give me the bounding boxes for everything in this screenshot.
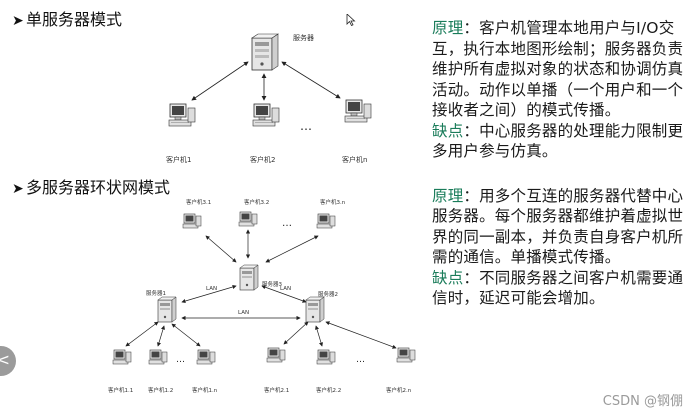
client-computer-icon (396, 347, 416, 363)
client-computer-icon (112, 349, 132, 365)
link-arrow (205, 235, 237, 263)
lan-label: LAN (238, 310, 249, 316)
client-computer-icon (344, 99, 372, 123)
explanation-text: 原理：客户机管理本地用户与I/O交互，执行本地图形绘制；服务器负责维护所有虚拟对… (432, 18, 690, 309)
link-arrow (325, 321, 397, 349)
client-computer-icon (316, 213, 336, 229)
server-label: 服务器3 (262, 280, 283, 288)
principle-label: 原理 (432, 186, 464, 205)
client-label: 客户机1.1 (108, 386, 133, 394)
client-label: 客户机1.2 (148, 386, 173, 394)
prev-slide-button[interactable]: < (0, 346, 16, 376)
client-label: 客户机2 (250, 155, 275, 164)
section-heading-multi-server: ➤多服务器环状网模式 (12, 178, 171, 197)
link-arrow (314, 325, 324, 347)
link-arrow (283, 321, 309, 345)
client-computer-icon (238, 211, 258, 227)
multi-server-diagram: 客户机3.1 客户机3.2 客户机3.n … 服务器3 服务器1 服务器2 LA… (108, 198, 416, 394)
link-arrow (171, 323, 201, 347)
mouse-cursor-icon (346, 14, 356, 26)
lan-label: LAN (206, 286, 217, 292)
ellipsis: … (300, 119, 312, 133)
client-computer-icon (148, 349, 168, 365)
ellipsis: … (356, 355, 365, 365)
drawback-label: 缺点 (432, 121, 464, 140)
client-label: 客户机3.1 (186, 198, 211, 206)
chevron-left-icon: < (0, 350, 10, 369)
watermark: CSDN @钢倗 (602, 394, 683, 409)
server-label: 服务器 (293, 33, 314, 42)
client-computer-icon (196, 349, 216, 365)
principle-label: 原理 (432, 19, 464, 37)
link-arrow (265, 235, 319, 263)
server-label: 服务器1 (146, 289, 166, 297)
lan-link-arrow (181, 284, 237, 304)
client-label: 客户机2.2 (316, 386, 341, 394)
server-icon (251, 33, 279, 71)
drawback-label: 缺点 (432, 268, 464, 287)
client-computer-icon (182, 213, 202, 229)
client-computer-icon (168, 103, 196, 127)
principle-paragraph: 原理：客户机管理本地用户与I/O交互，执行本地图形绘制；服务器负责维护所有虚拟对… (432, 19, 684, 119)
link-arrow (156, 325, 166, 347)
server-icon (157, 296, 177, 323)
lan-link-arrow (261, 285, 307, 303)
client-computer-icon (252, 103, 280, 127)
client-computer-icon (316, 349, 336, 365)
drawback-paragraph: 缺点：不同服务器之间客户机需要通信时，延迟可能会增加。 (432, 268, 684, 308)
link-arrow (191, 61, 249, 101)
server-icon (305, 296, 325, 323)
drawback-paragraph: 缺点：中心服务器的处理能力限制更多用户参与仿真。 (432, 121, 684, 161)
bullet-arrow-icon: ➤ (12, 13, 24, 29)
client-computer-icon (266, 347, 286, 363)
client-label: 客户机1.n (192, 386, 218, 394)
single-server-diagram: 服务器 … 客户机1 客户机2 客户机n (166, 33, 372, 164)
server-label: 服务器2 (318, 290, 338, 298)
principle-paragraph: 原理：用多个互连的服务器代替中心服务器。每个服务器都维护着虚拟世界的同一副本，并… (432, 186, 684, 267)
link-arrow (125, 321, 159, 347)
lan-label: LAN (280, 286, 291, 292)
ellipsis: … (176, 355, 185, 365)
client-label: 客户机3.n (320, 198, 346, 206)
client-label: 客户机n (342, 155, 367, 164)
section-heading-single-server: ➤单服务器模式 (12, 10, 123, 29)
link-arrow (281, 61, 341, 99)
server-icon (239, 264, 259, 291)
client-label: 客户机1 (166, 155, 191, 164)
ellipsis: … (282, 218, 292, 229)
client-label: 客户机3.2 (244, 198, 269, 206)
client-label: 客户机2.n (386, 386, 412, 394)
bullet-arrow-icon: ➤ (12, 181, 24, 197)
client-label: 客户机2.1 (264, 386, 289, 394)
